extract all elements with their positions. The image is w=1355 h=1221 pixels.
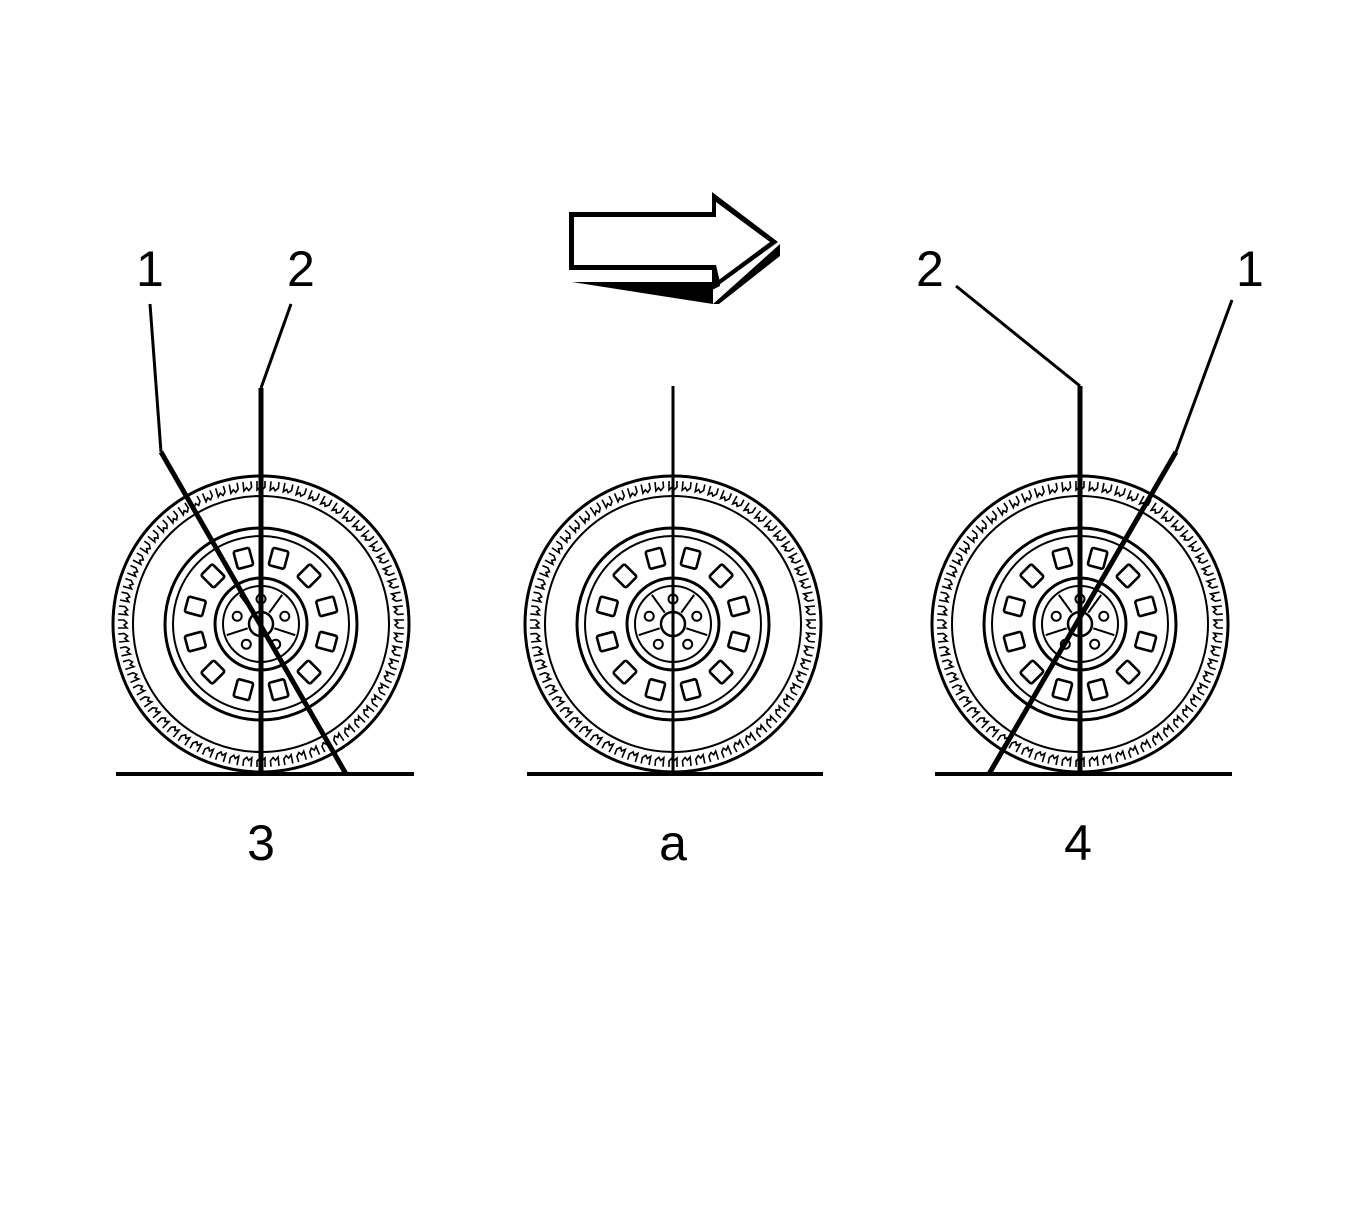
tilt-line-right: [986, 450, 1179, 776]
caption-center: a: [659, 815, 687, 871]
tilt-line-left: [158, 450, 349, 776]
rim-slots: [595, 546, 751, 702]
leader-line-2-left: [259, 303, 293, 389]
callout-1-right: 1: [1236, 241, 1264, 297]
tire-tread: [937, 481, 1223, 767]
callout-1-left: 1: [136, 241, 164, 297]
direction-arrow: [569, 192, 780, 304]
leader-line-1-right: [1174, 299, 1234, 453]
right-reference-lines: [955, 284, 1234, 776]
callout-2-left: 2: [287, 241, 315, 297]
rim-slots: [183, 546, 339, 702]
leader-line-1-left: [148, 303, 163, 453]
left-reference-lines: [148, 303, 349, 776]
leader-line-2-right: [955, 284, 1081, 388]
caption-left: 3: [247, 815, 275, 871]
caption-right: 4: [1064, 815, 1092, 871]
rim-slots: [1002, 546, 1158, 702]
tire-tread: [530, 481, 816, 767]
callout-2-right: 2: [916, 241, 944, 297]
